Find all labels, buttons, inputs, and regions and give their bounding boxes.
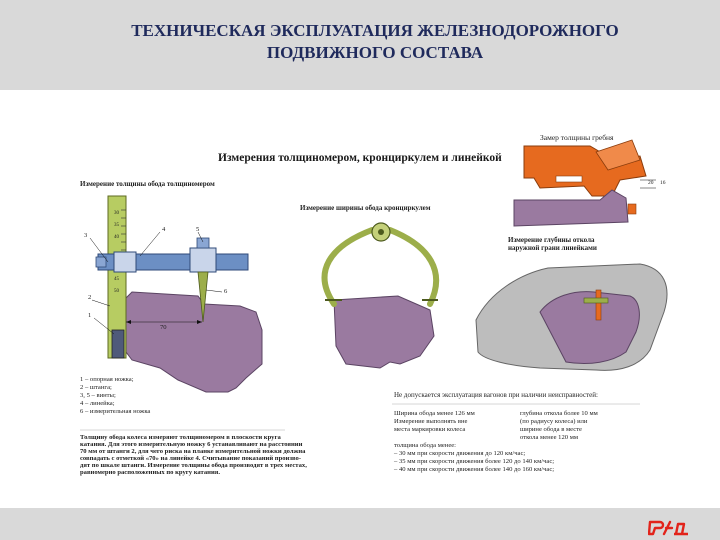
chip-caption-2: наружной грани линейками — [508, 244, 597, 252]
thickness-gauge-drawing — [89, 195, 263, 393]
fault-left-line: Измерение выполнять вне — [394, 418, 468, 425]
title-line-2: ПОДВИЖНОГО СОСТАВА — [266, 43, 484, 62]
fault-left-line: Ширина обода менее 126 мм — [394, 410, 475, 417]
wheel-rim-profile-2 — [333, 295, 435, 369]
paragraph-line: катания. Для этого измерительную ножку 6… — [80, 441, 303, 448]
faults-heading: Не допускается эксплуатация вагонов при … — [394, 391, 598, 399]
footer-bar — [0, 508, 720, 540]
chip-depth-drawing — [475, 263, 668, 371]
measuring-block — [189, 247, 217, 273]
fault-right-line: ширине обода в месте — [520, 426, 582, 433]
flange-caption: Замер толщины гребня — [540, 133, 614, 142]
scale-mark: 40 — [114, 235, 119, 240]
scale-mark: 30 — [114, 211, 119, 216]
title-line-1: ТЕХНИЧЕСКАЯ ЭКСПЛУАТАЦИЯ ЖЕЛЕЗНОДОРОЖНОГ… — [131, 21, 619, 40]
fault-right-line: (по радиусу колеса) или — [520, 418, 588, 425]
paragraph-line: равномерно расположенных по кругу катани… — [80, 469, 220, 476]
support-leg — [111, 329, 125, 359]
part-label-6: 6 — [224, 288, 228, 295]
fault-right-line: глубина откола более 10 мм — [520, 410, 598, 417]
part-label-2: 2 — [88, 294, 92, 301]
scale-mark: 45 — [114, 277, 119, 282]
part-label-1: 1 — [88, 312, 92, 319]
paragraph-line: дят по шкале штанги. Измерение толщины о… — [80, 462, 307, 469]
caliper-drawing — [321, 222, 440, 369]
chip-caption-1: Измерение глубины откола — [508, 236, 595, 244]
gauge-dimension-label: 70 — [160, 324, 167, 331]
thickness-limit-item: – 30 мм при скорости движения до 120 км/… — [394, 450, 526, 457]
thickness-limits-heading: толщина обода менее: — [394, 442, 457, 449]
paragraph-line: Толщину обода колеса измеряют толщиномер… — [80, 434, 281, 441]
part-label-4: 4 — [162, 226, 166, 233]
flange-dim-16: 16 — [660, 180, 666, 186]
chip-ruler-vertical — [595, 289, 602, 321]
screw-3 — [95, 256, 107, 268]
slide-title: ТЕХНИЧЕСКАЯ ЭКСПЛУАТАЦИЯ ЖЕЛЕЗНОДОРОЖНОГ… — [0, 20, 720, 64]
legend-item: 6 – измерительная ножка — [80, 408, 151, 415]
measuring-leg — [197, 271, 209, 323]
chip-ruler-horizontal — [583, 297, 609, 304]
legend-item: 1 – опорная ножка; — [80, 376, 134, 383]
flange-dim-20: 20 — [648, 180, 654, 186]
paragraph-line: 70 мм от штанги 2, для чего риска на пла… — [80, 448, 306, 455]
header-bar — [0, 0, 720, 90]
scale-mark: 35 — [114, 223, 119, 228]
legend-item: 2 – штанга; — [80, 384, 112, 391]
caliper-arm-right — [387, 227, 440, 307]
part-label-5: 5 — [196, 226, 200, 233]
wheel-rim-profile-1 — [125, 291, 263, 393]
gauge-slider — [113, 251, 137, 273]
figure-main-heading: Измерения толщиномером, кронциркулем и л… — [218, 152, 502, 164]
fault-right-line: откола менее 120 мм — [520, 434, 579, 441]
wheel-rim-3d-face — [539, 291, 640, 365]
paragraph-line: совпадать с отметкой «70» на линейке 4. … — [80, 455, 302, 462]
screw-5 — [196, 237, 210, 249]
flange-wheel-profile — [513, 189, 629, 227]
scale-mark: 50 — [114, 289, 119, 294]
part-label-3: 3 — [84, 232, 88, 239]
legend-item: 3, 5 – винты; — [80, 392, 116, 399]
caliper-arm-left — [321, 227, 375, 307]
rzd-logo-icon — [648, 520, 688, 536]
fault-left-line: места маркировки колеса — [394, 426, 466, 433]
thickness-limit-item: – 35 мм при скорости движения более 120 … — [394, 458, 555, 465]
legend-item: 4 – линейка; — [80, 400, 115, 407]
flange-gauge-drawing — [510, 132, 670, 232]
width-caption: Измерение ширины обода кронциркулем — [300, 204, 431, 212]
thickness-caption: Измерение толщины обода толщиномером — [80, 180, 215, 188]
flange-gauge-diag — [595, 139, 641, 171]
thickness-limit-item: – 40 мм при скорости движения более 140 … — [394, 466, 555, 473]
